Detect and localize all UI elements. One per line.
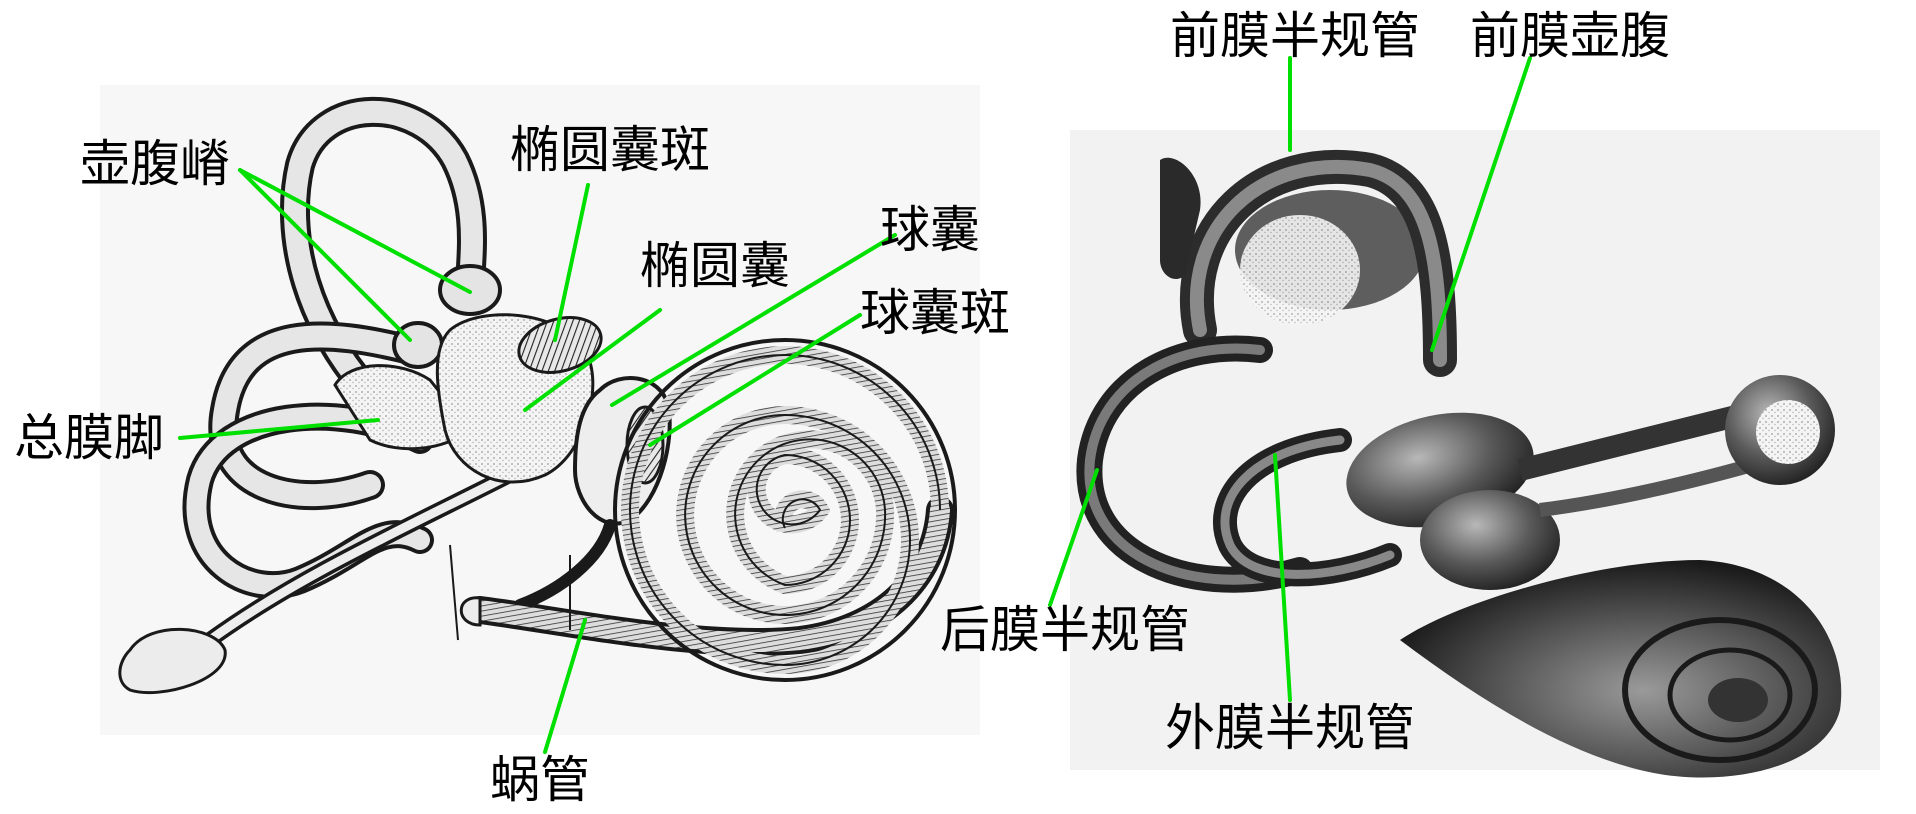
label-posterior-semicircular-duct: 后膜半规管 xyxy=(940,602,1190,658)
label-utricle: 椭圆囊 xyxy=(640,238,790,294)
label-saccule: 球囊 xyxy=(880,202,980,258)
label-ampullary-crest: 壶腹嵴 xyxy=(80,136,230,192)
label-cochlear-duct: 蜗管 xyxy=(490,752,590,808)
label-anterior-ampulla: 前膜壶腹 xyxy=(1470,8,1670,64)
saccule-3d xyxy=(1420,490,1560,590)
label-anterior-semicircular-duct: 前膜半规管 xyxy=(1170,8,1420,64)
label-common-crus: 总膜脚 xyxy=(14,410,164,466)
label-macula-sacculi: 球囊斑 xyxy=(860,285,1010,341)
label-macula-utriculi: 椭圆囊斑 xyxy=(510,122,710,178)
label-lateral-semicircular-duct: 外膜半规管 xyxy=(1165,700,1415,756)
left-labyrinth-drawing xyxy=(100,85,980,735)
